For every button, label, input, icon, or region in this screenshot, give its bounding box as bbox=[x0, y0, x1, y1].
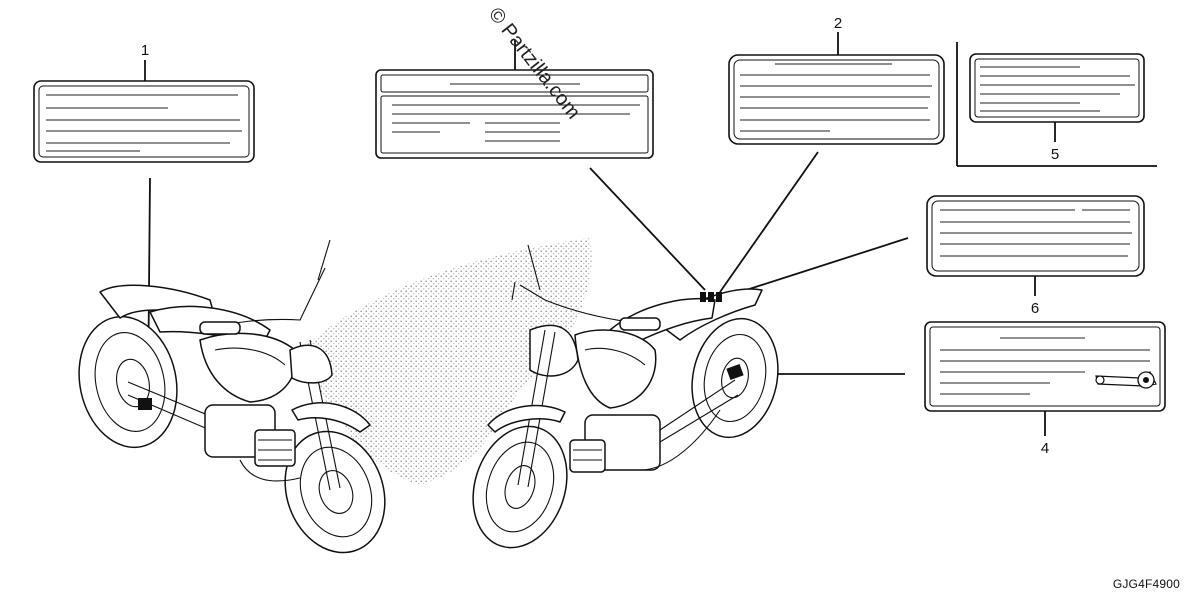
callout-4: 4 bbox=[1041, 440, 1049, 457]
callout-2: 2 bbox=[834, 15, 842, 32]
motorcycle-right-view bbox=[472, 244, 779, 549]
center-label-sticker bbox=[375, 69, 654, 159]
label-5-inset bbox=[956, 42, 1157, 167]
label-2-sticker bbox=[728, 54, 945, 145]
wrench-icon bbox=[1095, 371, 1157, 389]
stipple-shading bbox=[300, 238, 592, 485]
part-code: GJG4F4900 bbox=[1112, 577, 1180, 591]
label-6-sticker bbox=[926, 195, 1145, 277]
motorcycle-left-view bbox=[78, 239, 386, 554]
callout-6: 6 bbox=[1031, 300, 1039, 317]
callout-1: 1 bbox=[141, 42, 149, 59]
label-marking bbox=[700, 292, 744, 381]
callout-5: 5 bbox=[1051, 146, 1059, 163]
label-4-sticker bbox=[924, 321, 1166, 412]
label-1-sticker bbox=[33, 80, 255, 163]
